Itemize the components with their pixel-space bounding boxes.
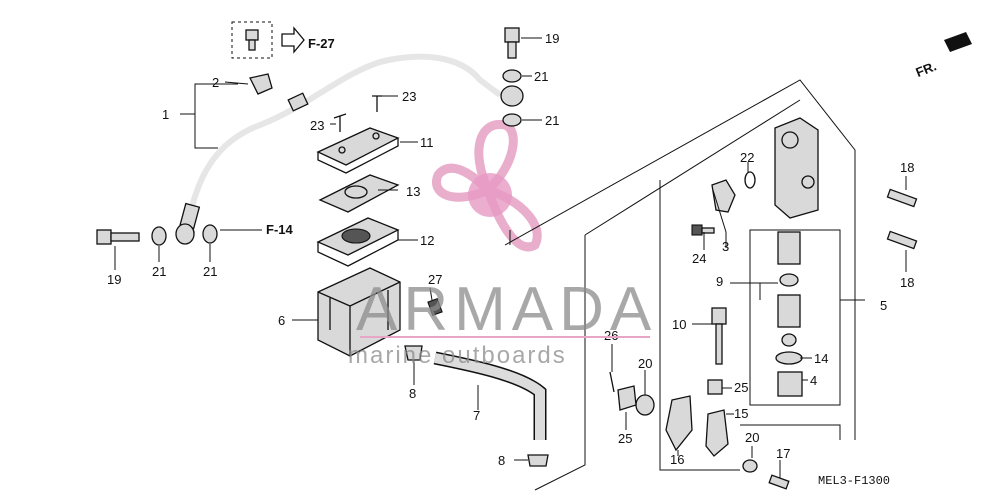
screw-27 — [427, 298, 443, 316]
screws — [333, 95, 382, 132]
label-16: 16 — [670, 452, 684, 467]
watermark-tagline: marine outboards — [348, 342, 567, 369]
label-18-lower: 18 — [900, 275, 914, 290]
armada-propeller-logo — [432, 119, 542, 252]
label-21-d: 21 — [203, 264, 217, 279]
f27-reference-box — [231, 21, 305, 59]
label-21-b: 21 — [545, 113, 559, 128]
label-9: 9 — [716, 274, 723, 289]
master-cylinder-body — [774, 117, 819, 219]
leader-lines — [114, 37, 907, 478]
label-19-upper: 19 — [545, 31, 559, 46]
ref-f14: F-14 — [266, 222, 294, 237]
ref-f27: F-27 — [308, 36, 335, 51]
ref-front: FR. — [913, 58, 938, 80]
reservoir-diaphragm — [318, 174, 400, 213]
label-25-left: 25 — [618, 431, 632, 446]
watermark-brand: ARMADA — [356, 275, 657, 344]
label-13: 13 — [406, 184, 420, 199]
label-11: 11 — [420, 135, 434, 150]
diagram-code: MEL3-F1300 — [818, 474, 890, 488]
reservoir-plate — [316, 217, 400, 267]
label-21-c: 21 — [152, 264, 166, 279]
label-14: 14 — [814, 351, 828, 366]
front-direction-arrow — [944, 32, 972, 52]
label-23-a: 23 — [402, 89, 416, 104]
label-23-b: 23 — [310, 118, 324, 133]
label-4: 4 — [810, 373, 817, 388]
label-5: 5 — [880, 298, 887, 313]
right-bolts — [886, 188, 918, 250]
label-25-right: 25 — [734, 380, 748, 395]
label-2: 2 — [212, 75, 219, 90]
label-18-upper: 18 — [900, 160, 914, 175]
reservoir — [317, 267, 401, 357]
label-3: 3 — [722, 239, 729, 254]
push-rod-parts — [609, 307, 790, 490]
label-8-upper: 8 — [409, 386, 416, 401]
label-20-lower: 20 — [745, 430, 759, 445]
brake-hose — [177, 53, 502, 241]
callout-labels: 1 2 3 4 5 6 7 8 8 9 10 11 12 13 14 15 16… — [107, 31, 914, 468]
label-22: 22 — [740, 150, 754, 165]
label-19-lower: 19 — [107, 272, 121, 287]
label-1: 1 — [162, 107, 169, 122]
label-10: 10 — [672, 317, 686, 332]
label-7: 7 — [473, 408, 480, 423]
watermark: ARMADA marine outboards — [348, 275, 657, 369]
reference-labels: F-27 F-14 FR. — [266, 36, 939, 237]
lower-bolt-washers — [96, 223, 218, 246]
label-8-lower: 8 — [498, 453, 505, 468]
label-17: 17 — [776, 446, 790, 461]
piston-assembly — [775, 231, 803, 397]
label-24: 24 — [692, 251, 706, 266]
reservoir-hose — [404, 345, 549, 467]
label-6: 6 — [278, 313, 285, 328]
hose-clip — [249, 73, 273, 95]
label-15: 15 — [734, 406, 748, 421]
label-20-upper: 20 — [638, 356, 652, 371]
upper-bolt-washers — [500, 27, 524, 127]
label-12: 12 — [420, 233, 434, 248]
label-27: 27 — [428, 272, 442, 287]
label-21-a: 21 — [534, 69, 548, 84]
label-26: 26 — [604, 328, 618, 343]
assembly-frames — [504, 79, 865, 491]
reservoir-cap — [316, 127, 400, 174]
